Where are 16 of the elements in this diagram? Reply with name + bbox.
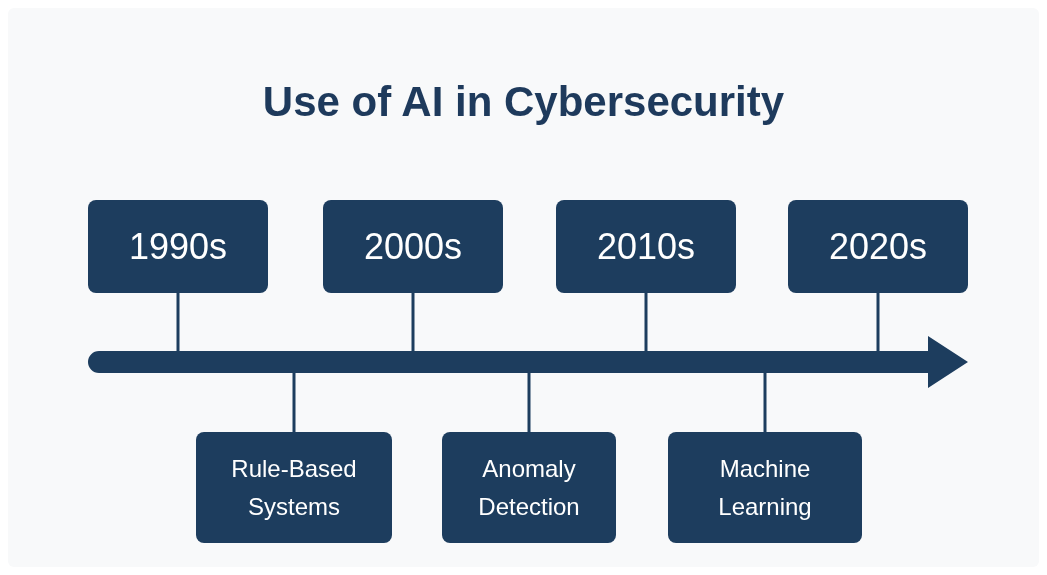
connector-line [644,293,648,351]
milestone-box: Machine Learning [668,432,862,543]
connector-line [411,293,415,351]
connector-line [292,373,296,432]
year-box: 2010s [556,200,736,293]
connector-line [876,293,880,351]
year-box: 2000s [323,200,503,293]
connector-line [763,373,767,432]
milestone-box: Anomaly Detection [442,432,616,543]
timeline-arrow [88,336,968,388]
year-box: 1990s [88,200,268,293]
year-box: 2020s [788,200,968,293]
connector-line [176,293,180,351]
milestone-box: Rule-Based Systems [196,432,392,543]
title: Use of AI in Cybersecurity [261,78,786,126]
connector-line [527,373,531,432]
